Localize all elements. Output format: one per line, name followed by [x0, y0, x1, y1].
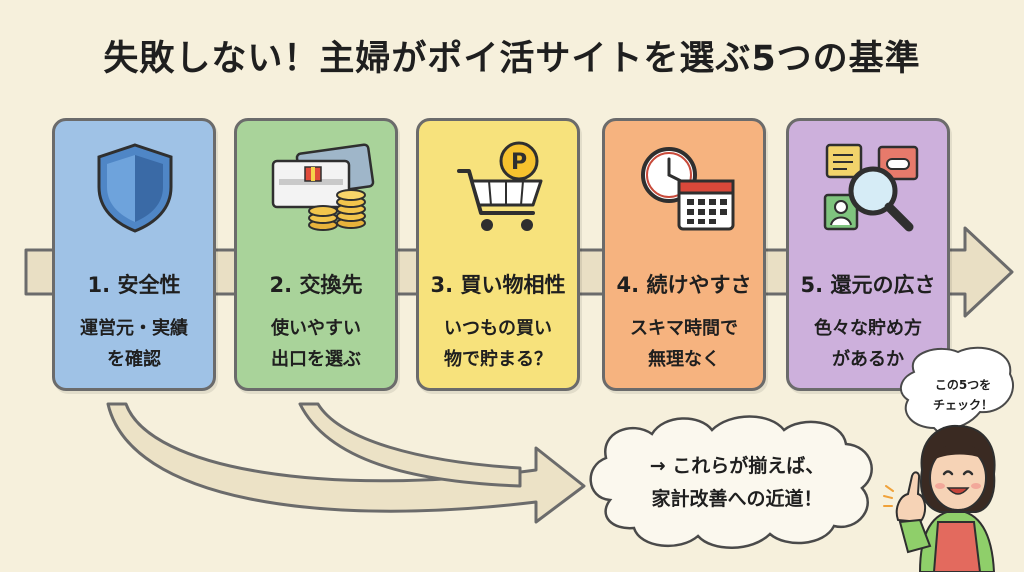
card-description: いつもの買い 物で貯まる？: [444, 318, 552, 370]
card-heading: 4. 続けやすさ: [616, 273, 752, 297]
svg-text:P: P: [511, 150, 527, 175]
shopping-cart-point-icon: P: [457, 141, 543, 231]
conclusion-line-2: 家計改善への近道！: [651, 488, 823, 510]
card-description: 使いやすい 出口を選ぶ: [271, 318, 361, 370]
criteria-card-safety: 1. 安全性 運営元・実績 を確認: [52, 118, 216, 391]
speech-bubble-text: この5つを チェック！: [932, 378, 993, 412]
magnifier-apps-icon: [823, 143, 919, 232]
page-title: 失敗しない！主婦がポイ活サイトを選ぶ5つの基準: [103, 39, 921, 79]
card-heading: 3. 買い物相性: [430, 273, 566, 297]
gift-cards-coins-icon: [271, 143, 375, 231]
card-description: スキマ時間で 無理なく: [630, 318, 738, 370]
conclusion-text: → これらが揃えば、 家計改善への近道！: [612, 450, 862, 516]
card-description: 色々な貯め方 があるか: [814, 318, 922, 370]
card-heading: 1. 安全性: [87, 273, 181, 297]
criteria-card-exchange: 2. 交換先 使いやすい 出口を選ぶ: [234, 118, 398, 391]
criteria-card-shopping: P 3. 買い物相性 いつもの買い 物で貯まる？: [416, 118, 580, 391]
card-description: 運営元・実績 を確認: [80, 318, 188, 370]
shield-icon: [97, 143, 173, 233]
criteria-card-breadth: 5. 還元の広さ 色々な貯め方 があるか: [786, 118, 950, 391]
clock-calendar-icon: [641, 147, 735, 231]
card-heading: 5. 還元の広さ: [800, 273, 936, 297]
conclusion-line-1: → これらが揃えば、: [649, 455, 825, 477]
card-heading: 2. 交換先: [269, 273, 363, 297]
criteria-card-continuity: 4. 続けやすさ スキマ時間で 無理なく: [602, 118, 766, 391]
